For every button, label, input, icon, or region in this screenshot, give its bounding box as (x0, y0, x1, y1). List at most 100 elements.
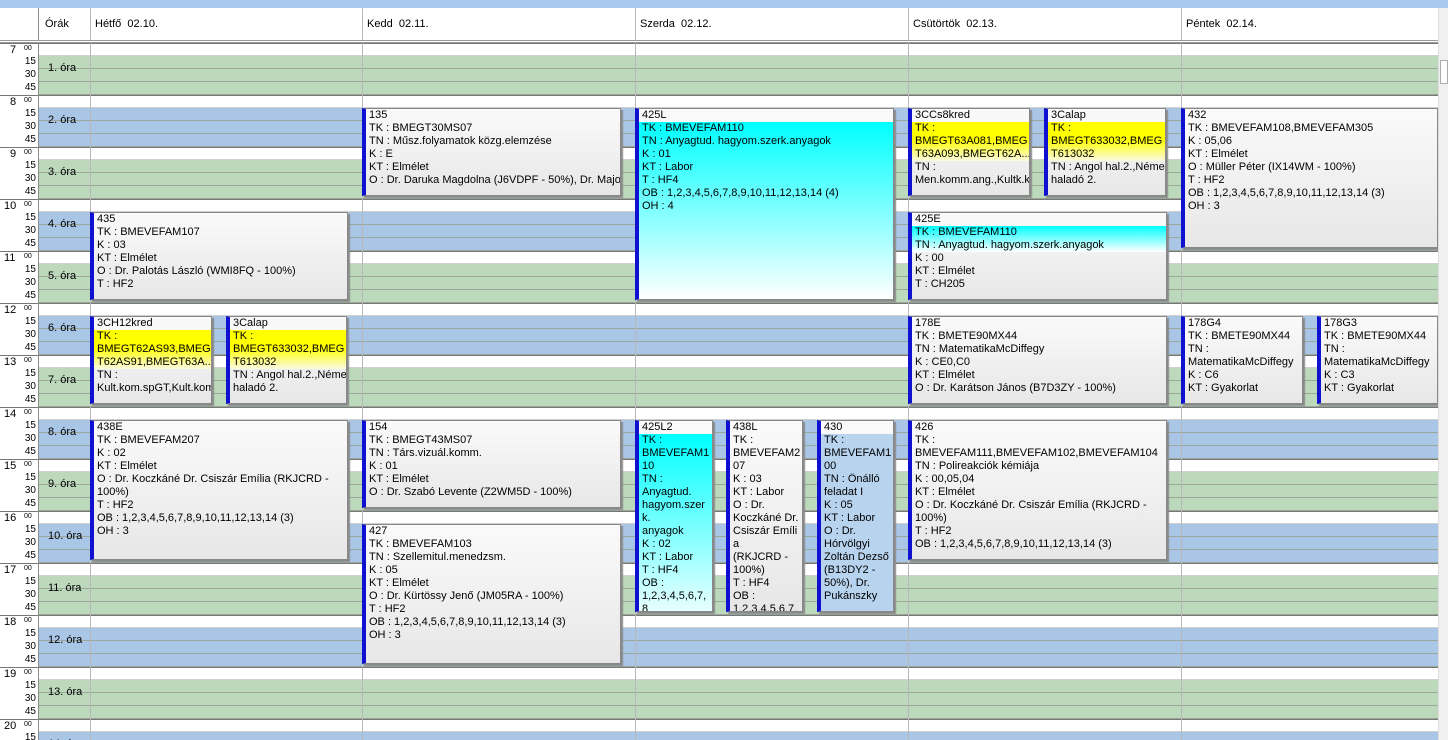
event-line: KT : Gyakorlat (1324, 382, 1395, 394)
event-line: Csiszár Emília (733, 525, 798, 550)
header-orak: Órák (38, 8, 90, 40)
event-line: TN : Műsz.folyamatok közg.elemzése (369, 135, 552, 147)
event-line: 10 (642, 460, 655, 472)
minute-label: 45 (24, 82, 36, 93)
day-name: Szerda (640, 18, 675, 30)
event-line: BMEGT62AS93,BMEG (97, 343, 211, 355)
event-line: Zoltán Dezső (824, 551, 889, 563)
event-room: 426 (915, 421, 934, 433)
event-line: OH : 3 (97, 525, 129, 537)
grid-row[interactable] (38, 719, 1438, 732)
header-day-monday[interactable]: Hétfő 02.10. (90, 8, 362, 40)
minute-label: 45 (24, 342, 36, 353)
event-line: O : Müller Péter (IX14WM - 100%) (1188, 161, 1356, 173)
event-line: K : 03 (733, 473, 762, 485)
column-separator (362, 43, 363, 740)
event-room: 3Calap (233, 317, 268, 329)
grid-row[interactable] (38, 69, 1438, 82)
minute-label: 15 (24, 472, 36, 483)
event-line: KT : Labor (642, 161, 694, 173)
period-label: 9. óra (48, 478, 77, 490)
header-day-wednesday[interactable]: Szerda 02.12. (635, 8, 908, 40)
column-separator (635, 43, 636, 740)
grid-row[interactable] (38, 732, 1438, 740)
grid-row[interactable] (38, 82, 1438, 95)
minute-label: 00 (24, 513, 32, 520)
minute-label: 45 (24, 602, 36, 613)
header-day-friday[interactable]: Péntek 02.14. (1181, 8, 1438, 40)
grid-row[interactable] (38, 56, 1438, 69)
event-room: 430 (824, 421, 843, 433)
grid-row[interactable] (38, 641, 1438, 654)
header-day-thursday[interactable]: Csütörtök 02.13. (908, 8, 1181, 40)
event-line: (RKJCRD - (733, 551, 788, 563)
minute-label: 15 (24, 680, 36, 691)
vertical-scrollbar[interactable] (1438, 8, 1448, 740)
grid-row[interactable] (38, 407, 1438, 420)
grid-row[interactable] (38, 654, 1438, 667)
event-line: TN : (642, 473, 663, 485)
event-line: haladó 2. (1051, 174, 1097, 186)
event-line: feladat I (824, 486, 864, 498)
event-room: 3CH12kred (97, 317, 153, 329)
event-line: T : HF2 (915, 525, 952, 537)
minute-label: 30 (24, 537, 36, 548)
day-name: Kedd (367, 18, 393, 30)
grid-row[interactable] (38, 628, 1438, 641)
event-line: T : HF2 (369, 603, 406, 615)
hour-line (0, 563, 1438, 564)
minute-label: 30 (24, 485, 36, 496)
grid-row[interactable] (38, 693, 1438, 706)
hour-line (0, 95, 1438, 96)
hour-number: 16 (4, 512, 17, 524)
event-line: Pukánszky (824, 590, 878, 602)
minute-label: 30 (24, 225, 36, 236)
hour-number: 14 (4, 408, 17, 420)
event-line: KT : Elmélet (369, 577, 429, 589)
grid-row[interactable] (38, 95, 1438, 108)
minute-label: 45 (24, 446, 36, 457)
minute-label: 30 (24, 121, 36, 132)
period-label: 5. óra (48, 270, 77, 282)
event-room: 438L (733, 421, 758, 433)
event-line: T : CH205 (915, 278, 965, 290)
event-line: T : HF4 (642, 564, 679, 576)
grid-row[interactable] (38, 706, 1438, 719)
grid-row[interactable] (38, 43, 1438, 56)
scrollbar-thumb[interactable] (1440, 60, 1448, 84)
hour-line (0, 719, 1438, 720)
hour-number: 15 (4, 460, 17, 472)
minute-label: 30 (24, 277, 36, 288)
event-room: 435 (97, 213, 116, 225)
event-line: OB : 1,2,3,4,5,6,7,8,9,10,11,12,13,14 (3… (369, 616, 566, 628)
grid-row[interactable] (38, 303, 1438, 316)
period-label: 2. óra (48, 114, 77, 126)
grid-row[interactable] (38, 615, 1438, 628)
grid-row[interactable] (38, 680, 1438, 693)
grid-row[interactable] (38, 667, 1438, 680)
header-day-tuesday[interactable]: Kedd 02.11. (362, 8, 635, 40)
